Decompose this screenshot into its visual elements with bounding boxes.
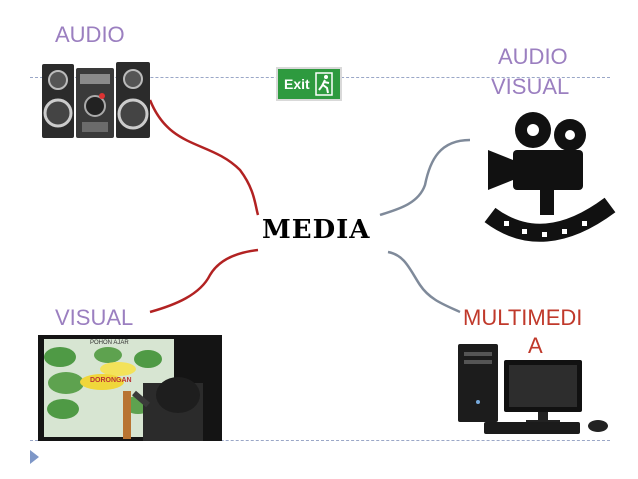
slide-bullet-icon [30,450,39,464]
exit-sign[interactable]: Exit [276,67,342,101]
connector-audio [148,99,260,216]
multimedia-label-line1: MULTIMEDI [463,305,583,330]
stereo-speakers-image [42,62,150,138]
audio-label: AUDIO [55,22,125,47]
photo-title-text: POHON AJAR [90,340,129,346]
media-center-label: MEDIA [262,215,371,245]
classroom-photo: POHON AJAR DORONGAN [38,335,222,441]
desktop-computer-image [458,344,608,434]
multimedia-label-line2: A [528,333,543,358]
connector-audio-visual [379,138,471,217]
connector-visual [149,248,259,314]
bottom-dashed-guide [30,440,610,441]
exit-sign-text: Exit [284,76,310,92]
photo-button-text: DORONGAN [90,377,132,384]
film-camera-image [484,112,616,242]
audio-visual-label-line2: VISUAL [491,74,570,99]
running-man-icon [314,72,333,96]
connector-multimedia [387,250,461,314]
visual-label: VISUAL [55,305,134,330]
audio-visual-label-line1: AUDIO [498,44,568,69]
